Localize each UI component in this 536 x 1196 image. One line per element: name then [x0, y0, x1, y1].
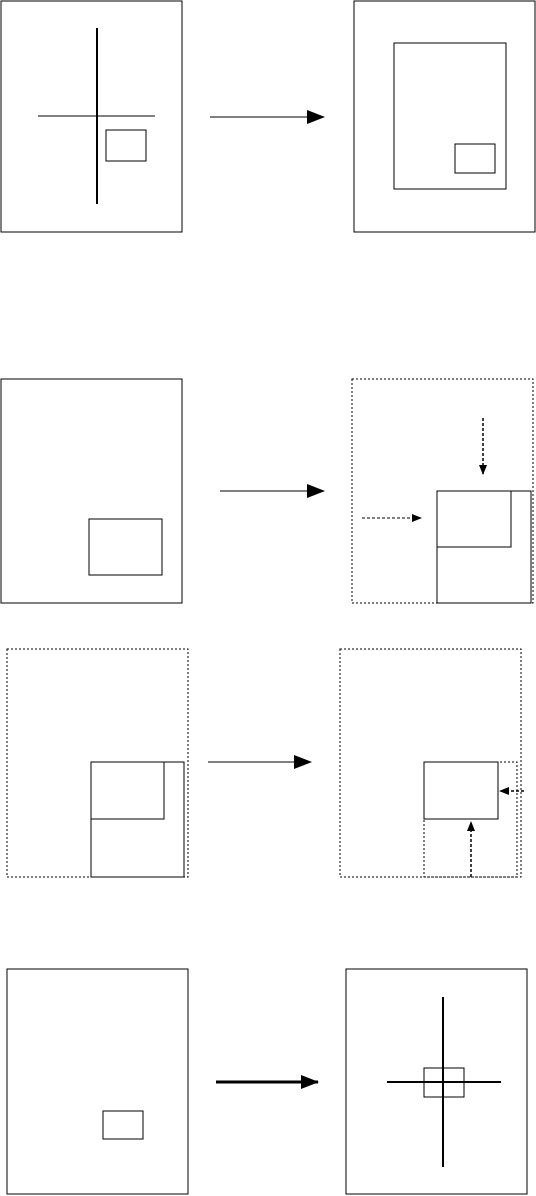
panel-3: [1, 379, 182, 603]
row-2: [1, 379, 533, 603]
region-box: [455, 144, 495, 173]
row-1: [1, 1, 535, 232]
page-frame: [7, 969, 188, 1194]
zoomed-page-box: [394, 43, 506, 189]
panel-7: [7, 969, 188, 1194]
panel-4: [352, 379, 533, 603]
region-box: [437, 491, 511, 547]
panel-1: [1, 1, 182, 232]
page-frame: [354, 1, 535, 232]
region-box: [103, 1111, 143, 1139]
region-box: [424, 762, 498, 819]
row-4: [7, 969, 527, 1194]
region-box: [91, 762, 164, 819]
region-box: [89, 519, 162, 575]
region-box: [106, 130, 146, 161]
panel-6: [340, 649, 524, 877]
panel-5: [7, 649, 188, 877]
row-3: [7, 649, 524, 877]
panel-8: [346, 969, 527, 1194]
page-frame-dashed: [7, 649, 188, 877]
page-frame-dashed: [340, 649, 521, 877]
panel-2: [354, 1, 535, 232]
page-frame: [1, 379, 182, 603]
